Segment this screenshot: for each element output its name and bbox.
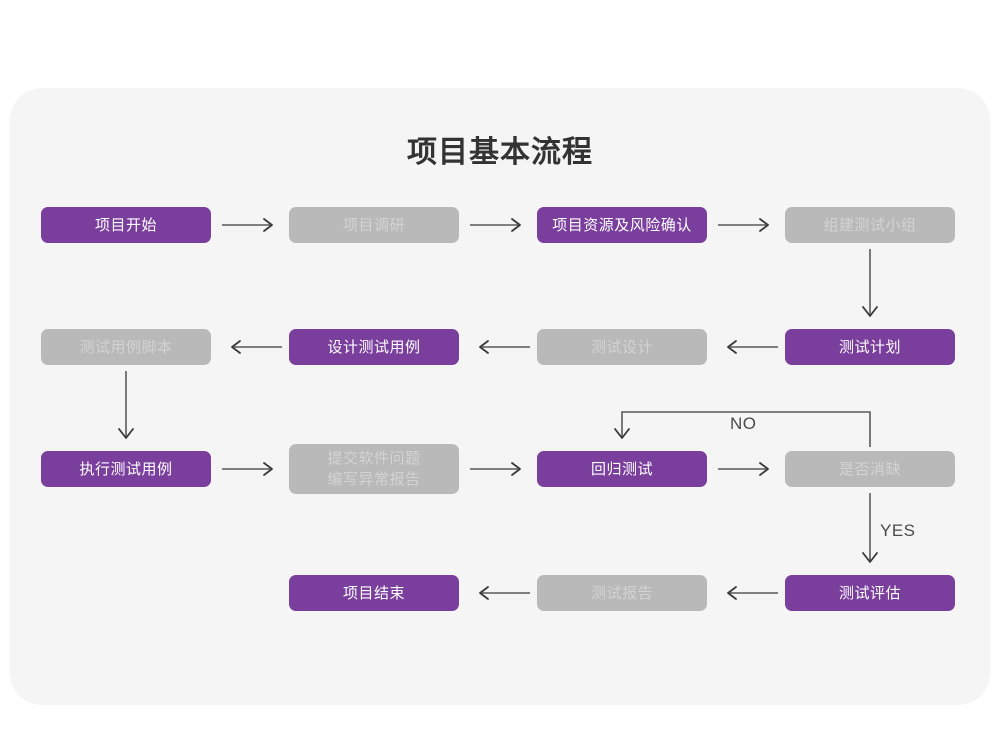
node-resource-risk-confirm[interactable]: 项目资源及风险确认: [537, 207, 707, 243]
node-submit-defect-report[interactable]: 提交软件问题 编写异常报告: [289, 444, 459, 494]
node-project-end[interactable]: 项目结束: [289, 575, 459, 611]
node-project-research[interactable]: 项目调研: [289, 207, 459, 243]
node-testcase-script[interactable]: 测试用例脚本: [41, 329, 211, 365]
edge-label-yes: YES: [880, 521, 916, 540]
node-regression-test[interactable]: 回归测试: [537, 451, 707, 487]
node-build-test-team[interactable]: 组建测试小组: [785, 207, 955, 243]
node-test-evaluation[interactable]: 测试评估: [785, 575, 955, 611]
node-test-plan[interactable]: 测试计划: [785, 329, 955, 365]
node-project-start[interactable]: 项目开始: [41, 207, 211, 243]
page-title: 项目基本流程: [407, 136, 593, 169]
node-execute-testcase[interactable]: 执行测试用例: [41, 451, 211, 487]
node-test-design[interactable]: 测试设计: [537, 329, 707, 365]
node-design-testcase[interactable]: 设计测试用例: [289, 329, 459, 365]
edge-label-no: NO: [730, 414, 757, 433]
flowchart-card: [10, 88, 990, 705]
node-defect-cleared[interactable]: 是否消缺: [785, 451, 955, 487]
node-test-report[interactable]: 测试报告: [537, 575, 707, 611]
